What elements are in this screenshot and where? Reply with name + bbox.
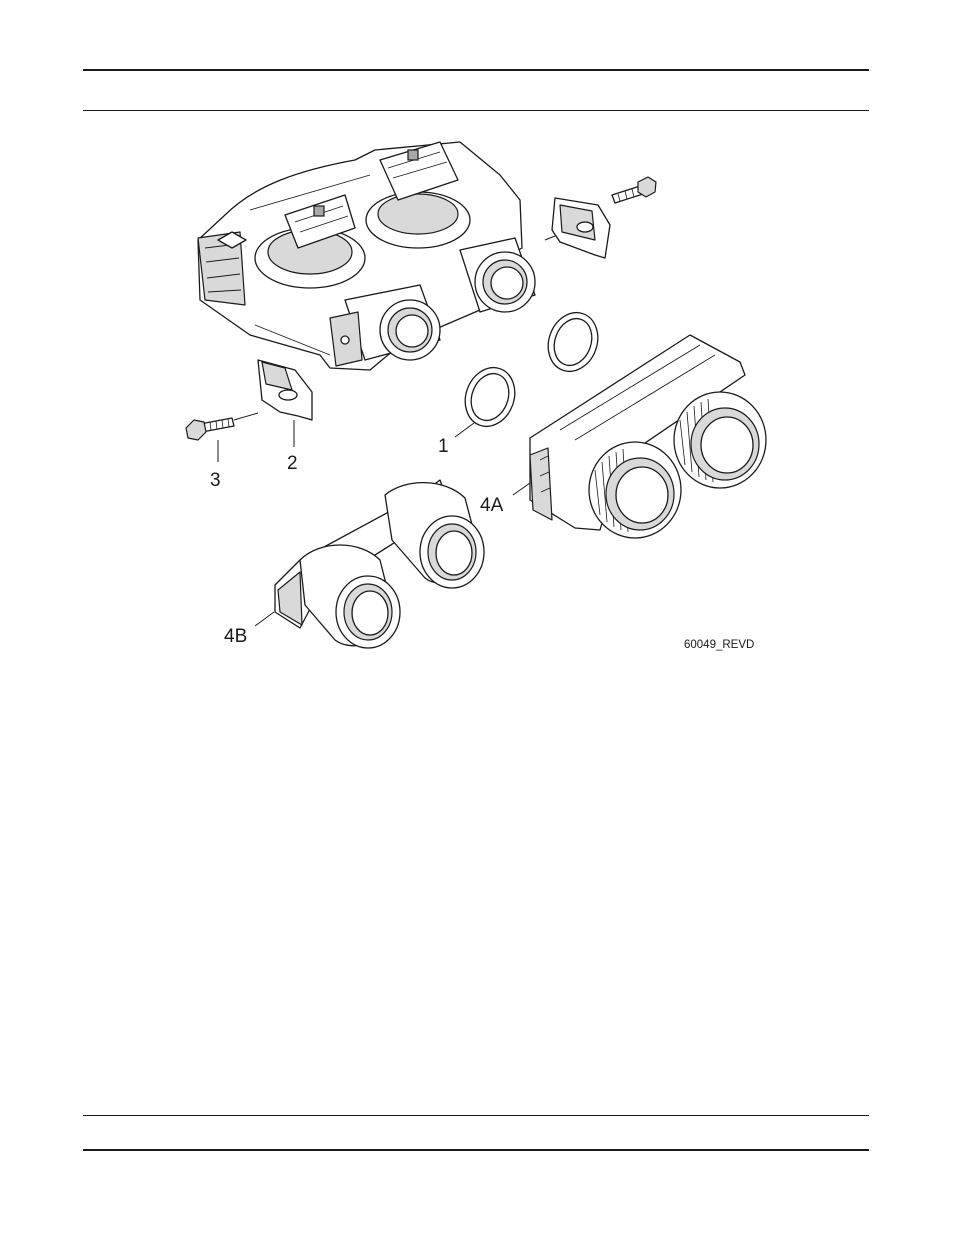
drawing-id: 60049_REVD	[684, 639, 754, 651]
screw-upper	[612, 177, 656, 203]
footer-rule-bottom	[83, 1149, 869, 1151]
callout-4b: 4B	[224, 626, 247, 647]
leader-4b	[255, 612, 274, 626]
callout-1: 1	[438, 436, 449, 457]
leader-1	[455, 423, 474, 437]
callout-4a: 4A	[480, 495, 504, 516]
footer-rule-top	[83, 1115, 869, 1116]
callout-3: 3	[210, 470, 221, 491]
leader-4a	[513, 483, 530, 495]
adapter-part-4b	[275, 480, 484, 648]
valve-body	[198, 142, 535, 370]
clip-part-2	[258, 360, 312, 420]
screw-part-3	[186, 413, 258, 440]
callout-2: 2	[287, 453, 298, 474]
clip-upper	[545, 198, 610, 258]
